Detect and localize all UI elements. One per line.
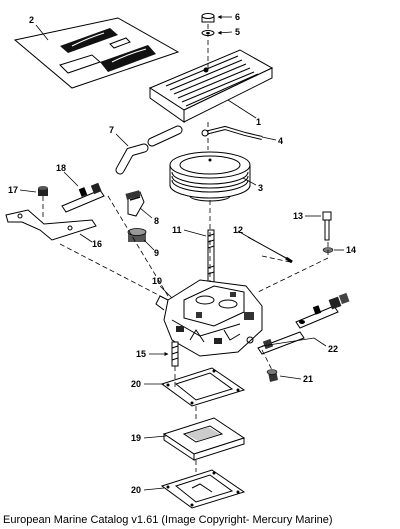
- vent-hose-part: [201, 125, 263, 140]
- carburetor-part: [155, 279, 263, 357]
- callout-2: 2: [29, 15, 34, 25]
- stud-part: [207, 229, 215, 283]
- vent-elbow-hose-part: [115, 125, 183, 175]
- cover-nut-part: [201, 13, 215, 23]
- elbow-fitting-part: [125, 190, 145, 217]
- bolt-part: [322, 211, 332, 241]
- bracket-nut-part: [38, 186, 48, 196]
- callout-20-lower: 20: [131, 485, 141, 495]
- callout-21: 21: [303, 374, 313, 384]
- callout-7: 7: [109, 125, 114, 135]
- choke-rod-part: [247, 236, 293, 264]
- callout-20-upper: 20: [131, 379, 141, 389]
- callout-16: 16: [92, 239, 102, 249]
- plug-part: [266, 369, 278, 382]
- image-caption: European Marine Catalog v1.61 (Image Cop…: [3, 514, 333, 526]
- callout-labels: 2 6 5 1 4 7 3 18 17 16 8 9 11 12 13 14 1…: [8, 12, 356, 495]
- carb-stud-part: [171, 341, 179, 367]
- flame-arrestor-part: [169, 151, 251, 202]
- spacer-part: [162, 417, 246, 461]
- flame-arrestor-cover-part: [148, 49, 274, 123]
- callout-14: 14: [346, 245, 356, 255]
- callout-19: 19: [131, 433, 141, 443]
- callout-1: 1: [256, 117, 261, 127]
- fuel-inlet-fitting-part: [61, 182, 105, 213]
- callout-6: 6: [235, 12, 240, 22]
- grommet-part: [127, 228, 147, 242]
- callout-17: 17: [8, 185, 18, 195]
- callout-15: 15: [136, 349, 146, 359]
- assembly-lines: [42, 24, 329, 472]
- callout-9: 9: [154, 248, 159, 258]
- gasket-upper-part: [160, 367, 246, 407]
- gasket-lower-part: [160, 469, 246, 509]
- callout-10: 10: [152, 276, 162, 286]
- callout-3: 3: [258, 183, 263, 193]
- callout-4: 4: [278, 136, 283, 146]
- callout-leaders: [19, 15, 344, 491]
- callout-8: 8: [154, 216, 159, 226]
- callout-11: 11: [172, 225, 182, 235]
- decal-sheet-part: [13, 17, 180, 89]
- callout-18: 18: [56, 163, 66, 173]
- callout-5: 5: [235, 27, 240, 37]
- callout-22: 22: [328, 344, 338, 354]
- throttle-bracket-part: [5, 209, 97, 241]
- callout-12: 12: [233, 225, 243, 235]
- callout-13: 13: [293, 211, 303, 221]
